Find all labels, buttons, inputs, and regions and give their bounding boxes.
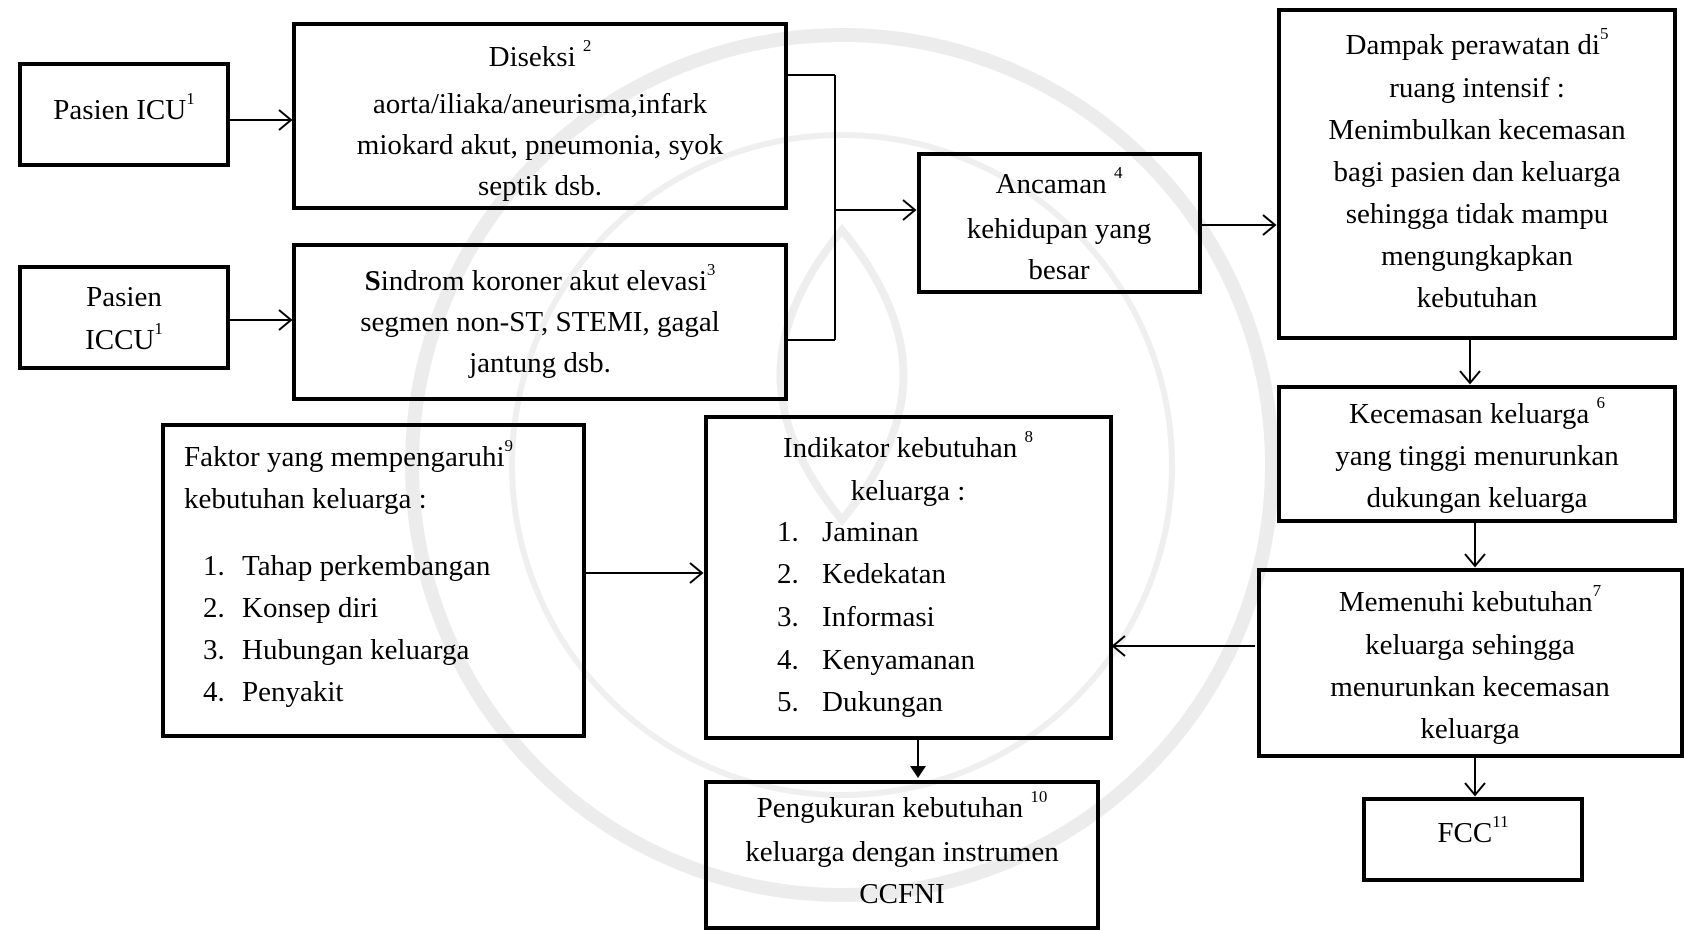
- indikator-num-3: 3.: [777, 601, 799, 633]
- box-pengukuran: [704, 780, 1100, 930]
- dampak-line2: ruang intensif :: [1389, 72, 1565, 104]
- kecemasan-line1: Kecemasan keluarga 6: [1349, 393, 1605, 430]
- indikator-item-4: Kenyamanan: [822, 644, 975, 676]
- pengukuran-line1: Pengukuran kebutuhan 10: [756, 787, 1048, 824]
- pengukuran-line2: keluarga dengan instrumen: [745, 836, 1059, 868]
- indikator-num-1: 1.: [777, 516, 799, 548]
- faktor-item-2: Konsep diri: [242, 592, 379, 624]
- box-indikator: [704, 415, 1113, 740]
- kecemasan-line3: dukungan keluarga: [1366, 482, 1588, 514]
- kecemasan-line2: yang tinggi menurunkan: [1335, 440, 1619, 472]
- faktor-num-2: 2.: [203, 592, 225, 624]
- box-memenuhi: [1257, 568, 1684, 758]
- indikator-item-5: Dukungan: [822, 686, 943, 718]
- fcc-label: FCC11: [1437, 812, 1509, 849]
- dampak-line4: bagi pasien dan keluarga: [1333, 156, 1621, 188]
- indikator-num-2: 2.: [777, 558, 799, 590]
- indikator-subtitle: keluarga :: [850, 475, 966, 507]
- memenuhi-line1: Memenuhi kebutuhan7: [1338, 581, 1602, 618]
- box-ancaman: [917, 152, 1202, 294]
- box-pasien-iccu: [18, 265, 230, 370]
- box-pasien-icu: [18, 62, 230, 167]
- diseksi-title: Diseksi 2: [488, 36, 592, 73]
- pasien-iccu-label-line1: Pasien: [86, 281, 162, 313]
- faktor-item-1: Tahap perkembangan: [242, 550, 491, 582]
- memenuhi-line3: menurunkan kecemasan: [1330, 671, 1610, 703]
- indikator-item-2: Kedekatan: [822, 558, 946, 590]
- pasien-iccu-label-line2: ICCU1: [85, 319, 163, 356]
- indikator-item-1: Jaminan: [822, 516, 919, 548]
- faktor-num-3: 3.: [203, 634, 225, 666]
- faktor-title: Faktor yang mempengaruhi9: [184, 436, 514, 473]
- ancaman-line2: kehidupan yang: [966, 213, 1152, 245]
- faktor-item-3: Hubungan keluarga: [242, 634, 470, 666]
- indikator-num-4: 4.: [777, 644, 799, 676]
- faktor-subtitle: kebutuhan keluarga :: [184, 483, 427, 515]
- indikator-title: Indikator kebutuhan 8: [782, 427, 1034, 464]
- ancaman-line1: Ancaman 4: [995, 163, 1123, 200]
- box-kecemasan: [1277, 385, 1677, 523]
- pengukuran-line3: CCFNI: [859, 878, 945, 910]
- diseksi-line2: aorta/iliaka/aneurisma,infark: [372, 88, 708, 120]
- box-fcc: [1362, 797, 1584, 882]
- box-faktor: [161, 423, 586, 738]
- faktor-num-1: 1.: [203, 550, 225, 582]
- box-diseksi: [292, 22, 788, 210]
- memenuhi-line2: keluarga sehingga: [1365, 629, 1575, 661]
- sindrom-line2: segmen non-ST, STEMI, gagal: [360, 306, 720, 338]
- diseksi-line3: miokard akut, pneumonia, syok: [356, 129, 724, 161]
- dampak-line1: Dampak perawatan di5: [1345, 24, 1609, 61]
- dampak-line7: kebutuhan: [1416, 282, 1538, 314]
- box-sindrom: [292, 243, 788, 401]
- ancaman-line3: besar: [1028, 254, 1090, 286]
- indikator-num-5: 5.: [777, 686, 799, 718]
- dampak-line5: sehingga tidak mampu: [1345, 198, 1609, 230]
- box-dampak: [1277, 8, 1677, 340]
- diseksi-line4: septik dsb.: [477, 170, 603, 202]
- sindrom-line1: Sindrom koroner akut elevasi3: [364, 260, 716, 297]
- dampak-line3: Menimbulkan kecemasan: [1328, 114, 1626, 146]
- faktor-num-4: 4.: [203, 676, 225, 708]
- pasien-icu-label: Pasien ICU1: [53, 89, 195, 126]
- sindrom-line3: jantung dsb.: [469, 347, 611, 379]
- indikator-item-3: Informasi: [822, 601, 935, 633]
- dampak-line6: mengungkapkan: [1381, 240, 1573, 272]
- memenuhi-line4: keluarga: [1420, 713, 1520, 745]
- faktor-item-4: Penyakit: [242, 676, 344, 708]
